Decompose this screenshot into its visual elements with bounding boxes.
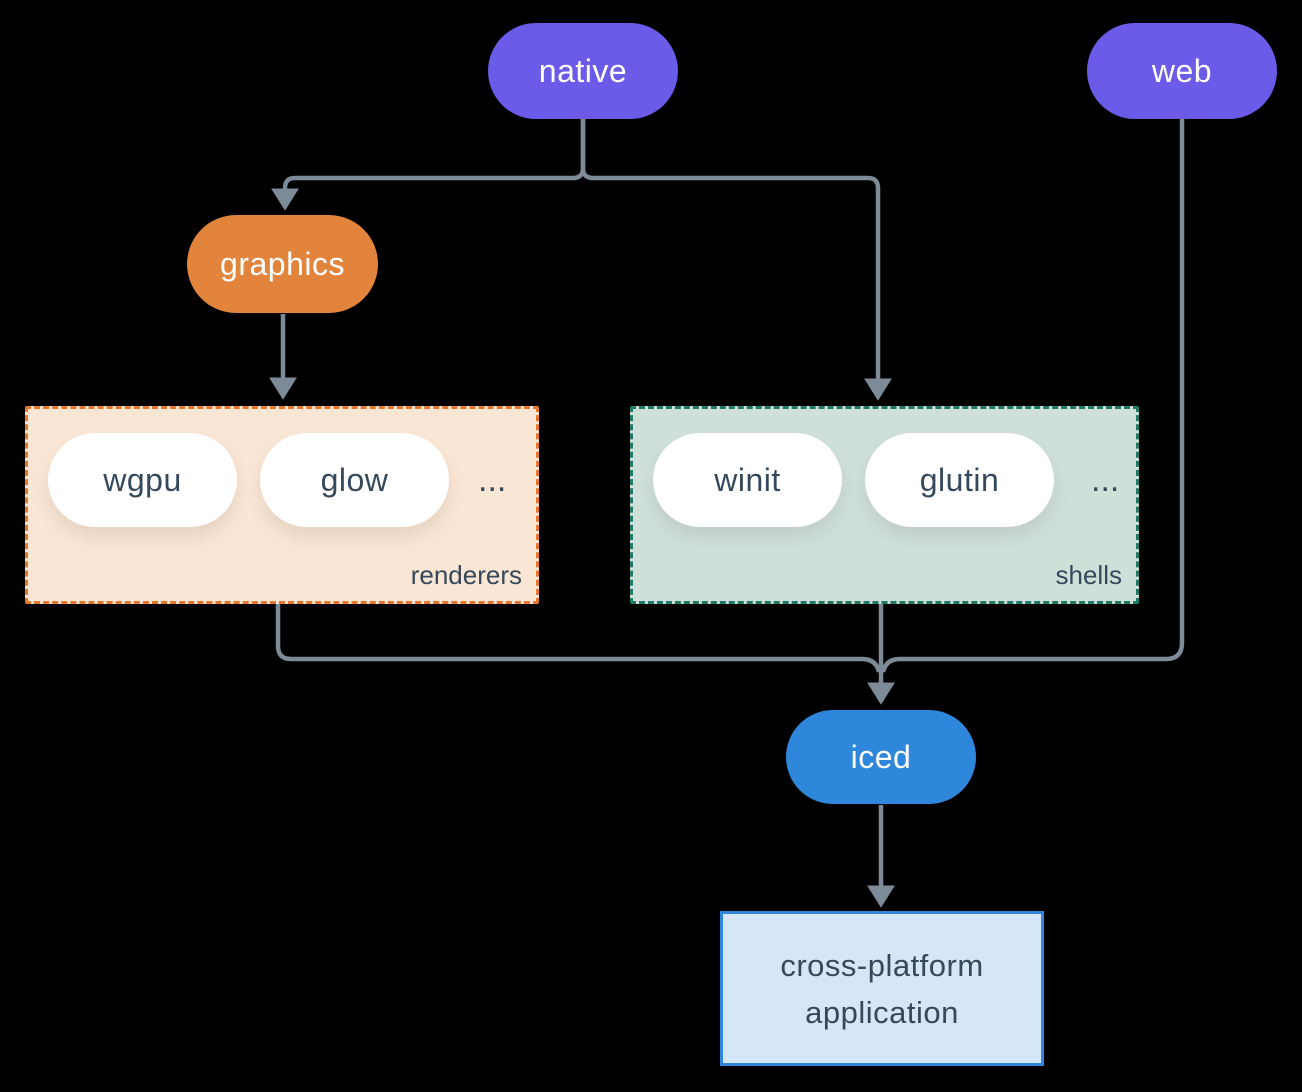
app-label-line2: application <box>805 994 959 1030</box>
node-native-label: native <box>538 52 628 89</box>
edge-native-to-graphics <box>271 119 586 211</box>
node-web: web <box>1087 23 1277 119</box>
group-renderers: wgpu glow ... renderers <box>25 406 539 604</box>
shells-label: shells <box>1055 560 1122 590</box>
node-winit-label: winit <box>714 461 781 498</box>
node-glow-label: glow <box>320 461 389 498</box>
edge-renderers-to-merge <box>275 599 882 673</box>
node-glutin: glutin <box>865 433 1054 527</box>
node-native: native <box>488 23 678 119</box>
edge-native-to-shells <box>580 119 892 401</box>
app-label-line1: cross-platform <box>780 947 984 983</box>
node-glutin-label: glutin <box>919 461 1000 498</box>
node-web-label: web <box>1151 52 1213 89</box>
renderers-ellipsis: ... <box>478 460 507 499</box>
group-shells: winit glutin ... shells <box>630 406 1139 604</box>
node-graphics: graphics <box>187 215 378 313</box>
node-wgpu: wgpu <box>48 433 237 527</box>
node-winit: winit <box>653 433 842 527</box>
node-cross-platform-application: cross-platform application <box>720 911 1044 1066</box>
node-graphics-label: graphics <box>220 245 345 282</box>
renderers-label: renderers <box>410 560 522 590</box>
node-iced-label: iced <box>850 738 912 775</box>
node-glow: glow <box>260 433 449 527</box>
shells-ellipsis: ... <box>1091 460 1120 499</box>
node-iced: iced <box>786 710 976 804</box>
node-wgpu-label: wgpu <box>103 461 182 498</box>
